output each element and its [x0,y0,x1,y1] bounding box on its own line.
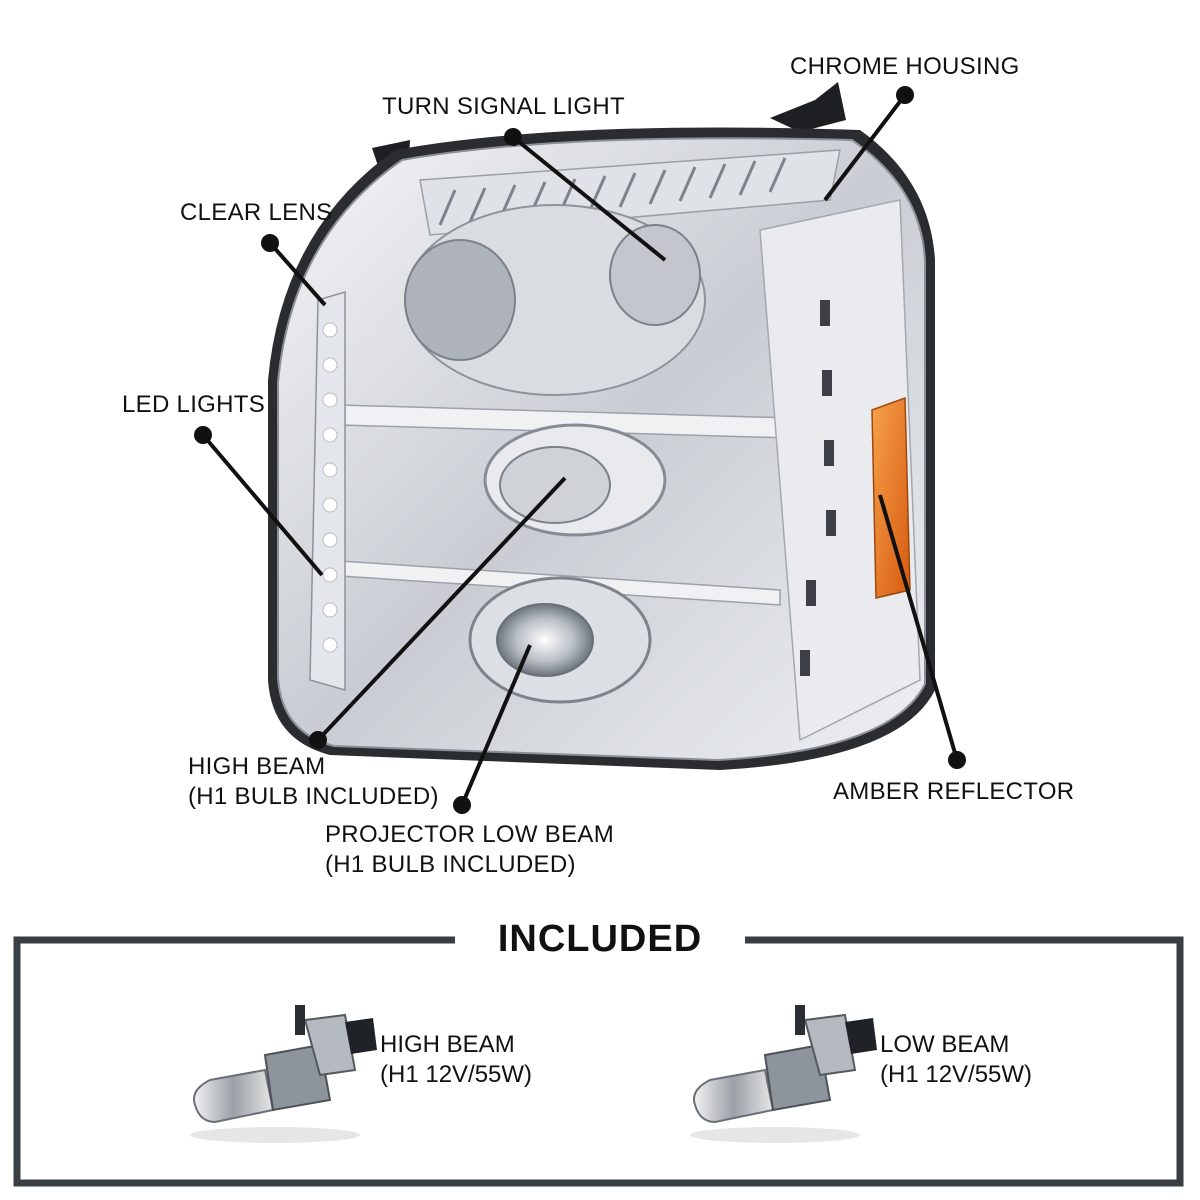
label-high-beam-line2: (H1 BULB INCLUDED) [188,783,439,810]
label-led-lights: LED LIGHTS [122,391,266,418]
label-clear-lens: CLEAR LENS [180,199,333,226]
bulb-label-line2: (H1 12V/55W) [380,1061,533,1088]
label-projector-line1: PROJECTOR LOW BEAM [325,821,614,848]
amber-reflector [871,396,911,599]
led-strip [309,290,346,691]
headlight-assembly [268,82,935,770]
label-turn-signal-light: TURN SIGNAL LIGHT [382,93,625,120]
h1-bulb-icon [690,1005,877,1143]
label-amber-reflector: AMBER REFLECTOR [833,778,1075,805]
included-title: INCLUDED [497,918,703,960]
h1-bulb-icon [190,1005,377,1143]
bulb-label-line1: HIGH BEAM [380,1031,515,1058]
callout-lines [194,86,966,814]
bulb-label-high-beam: HIGH BEAM (H1 12V/55W) [380,1030,532,1090]
included-frame [13,936,1184,1187]
label-projector-line2: (H1 BULB INCLUDED) [325,851,576,878]
label-projector-low-beam: PROJECTOR LOW BEAM (H1 BULB INCLUDED) [325,820,614,880]
label-high-beam-line1: HIGH BEAM [188,753,326,780]
bulb-label-line1: LOW BEAM [880,1031,1010,1058]
bulb-label-line2: (H1 12V/55W) [880,1061,1033,1088]
label-high-beam: HIGH BEAM (H1 BULB INCLUDED) [188,752,439,812]
label-chrome-housing: CHROME HOUSING [790,53,1020,80]
bulb-label-low-beam: LOW BEAM (H1 12V/55W) [880,1030,1032,1090]
